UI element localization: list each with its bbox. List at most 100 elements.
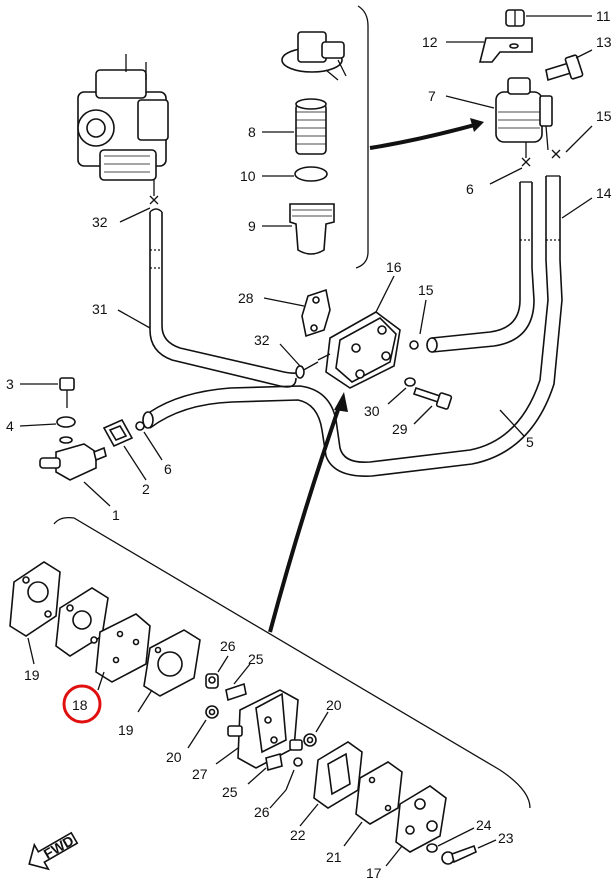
washer-4 — [56, 416, 76, 428]
leader-17 — [385, 845, 403, 867]
label-16: 16 — [386, 259, 402, 275]
pump-cover-17 — [395, 785, 447, 853]
leader-28 — [263, 297, 305, 307]
pump-body-27 — [227, 689, 303, 769]
diaphragm-18 — [95, 613, 151, 683]
clip-6 — [135, 421, 145, 431]
leader-20-right — [315, 711, 329, 733]
leader-22 — [299, 803, 319, 827]
leader-7 — [445, 95, 495, 109]
leader-29 — [413, 405, 433, 425]
screw-3 — [59, 377, 75, 408]
label-1: 1 — [112, 507, 120, 523]
detail-bracket — [53, 516, 531, 809]
detail-arrow-head — [334, 392, 348, 412]
leader-2 — [123, 445, 147, 481]
nut — [505, 9, 525, 27]
leader-13 — [575, 49, 593, 59]
washer-20-left — [205, 705, 219, 719]
label-3: 3 — [6, 376, 14, 392]
label-32: 32 — [254, 332, 270, 348]
leader-14 — [561, 197, 593, 219]
leader-21 — [343, 821, 363, 847]
label-8: 8 — [248, 124, 256, 140]
leader-18 — [97, 671, 105, 691]
label-4: 4 — [6, 418, 14, 434]
leader-1 — [83, 481, 111, 507]
inset-arrow — [369, 122, 479, 150]
label-18: 18 — [72, 697, 88, 713]
leader-32b — [279, 343, 301, 367]
label-23: 23 — [498, 830, 514, 846]
label-27: 27 — [192, 766, 208, 782]
gasket-2 — [102, 418, 134, 448]
valve-25-top — [225, 682, 247, 702]
label-12: 12 — [422, 34, 438, 50]
hose-5 — [142, 259, 563, 477]
washer-20-right — [303, 733, 317, 747]
bolt-13 — [545, 54, 584, 82]
label-6-top: 6 — [466, 181, 474, 197]
leader-30 — [387, 387, 407, 405]
label-19-right: 19 — [118, 722, 134, 738]
label-25-bottom: 25 — [222, 784, 238, 800]
leader-19-left — [27, 637, 35, 665]
leader-24 — [437, 827, 475, 847]
leader-15 — [419, 299, 427, 335]
leader-25-top — [233, 663, 251, 685]
leader-15-top — [565, 125, 593, 153]
fuel-filter — [495, 77, 561, 167]
label-10: 10 — [240, 168, 256, 184]
valve-25-bottom — [265, 752, 283, 772]
label-32-top: 32 — [92, 214, 108, 230]
label-29: 29 — [392, 421, 408, 437]
leader-19-right — [137, 689, 153, 713]
label-26-top: 26 — [220, 638, 236, 654]
label-15-top: 15 — [596, 108, 612, 124]
label-28: 28 — [238, 290, 254, 306]
leader-23 — [477, 839, 497, 849]
leader-26-bottom — [269, 789, 287, 809]
hose-15 — [409, 267, 535, 353]
carburetor — [77, 54, 169, 205]
bracket — [478, 37, 533, 63]
fuel-pump — [295, 311, 401, 389]
leader-5 — [499, 409, 525, 437]
leader-25-bottom — [247, 767, 267, 785]
gasket-28 — [301, 288, 331, 338]
label-11: 11 — [596, 8, 611, 24]
diaphragm-21 — [355, 761, 403, 825]
o-ring — [294, 166, 328, 182]
leader-16 — [375, 275, 395, 313]
hose-31 — [149, 208, 303, 388]
leader-27 — [215, 747, 239, 765]
leader-6-top — [489, 167, 523, 185]
leader-26-top — [217, 655, 229, 673]
leader-31 — [117, 309, 151, 329]
label-13: 13 — [596, 34, 612, 50]
label-25-top: 25 — [248, 651, 264, 667]
label-21: 21 — [326, 849, 342, 865]
label-2: 2 — [142, 481, 150, 497]
fwd-arrow-icon: FWD — [28, 831, 79, 871]
label-6: 6 — [164, 461, 172, 477]
label-19-left: 19 — [24, 667, 40, 683]
label-20-right: 20 — [326, 697, 342, 713]
gasket-19-left — [9, 561, 61, 637]
label-26-bottom: 26 — [254, 804, 270, 820]
washer-24 — [426, 843, 438, 853]
carb-inset-bracket — [355, 5, 369, 269]
leader-4 — [19, 423, 57, 427]
screw-26-bottom — [285, 757, 303, 791]
hose-14 — [519, 175, 561, 268]
label-24: 24 — [476, 817, 492, 833]
leader-32 — [119, 207, 151, 223]
gasket-22 — [313, 741, 363, 809]
label-5: 5 — [526, 434, 534, 450]
diaphragm-plate — [55, 587, 109, 657]
label-14: 14 — [596, 185, 612, 201]
highlight-circle-18 — [62, 684, 102, 724]
leader-20-left — [187, 719, 207, 749]
leader-6 — [143, 431, 163, 461]
